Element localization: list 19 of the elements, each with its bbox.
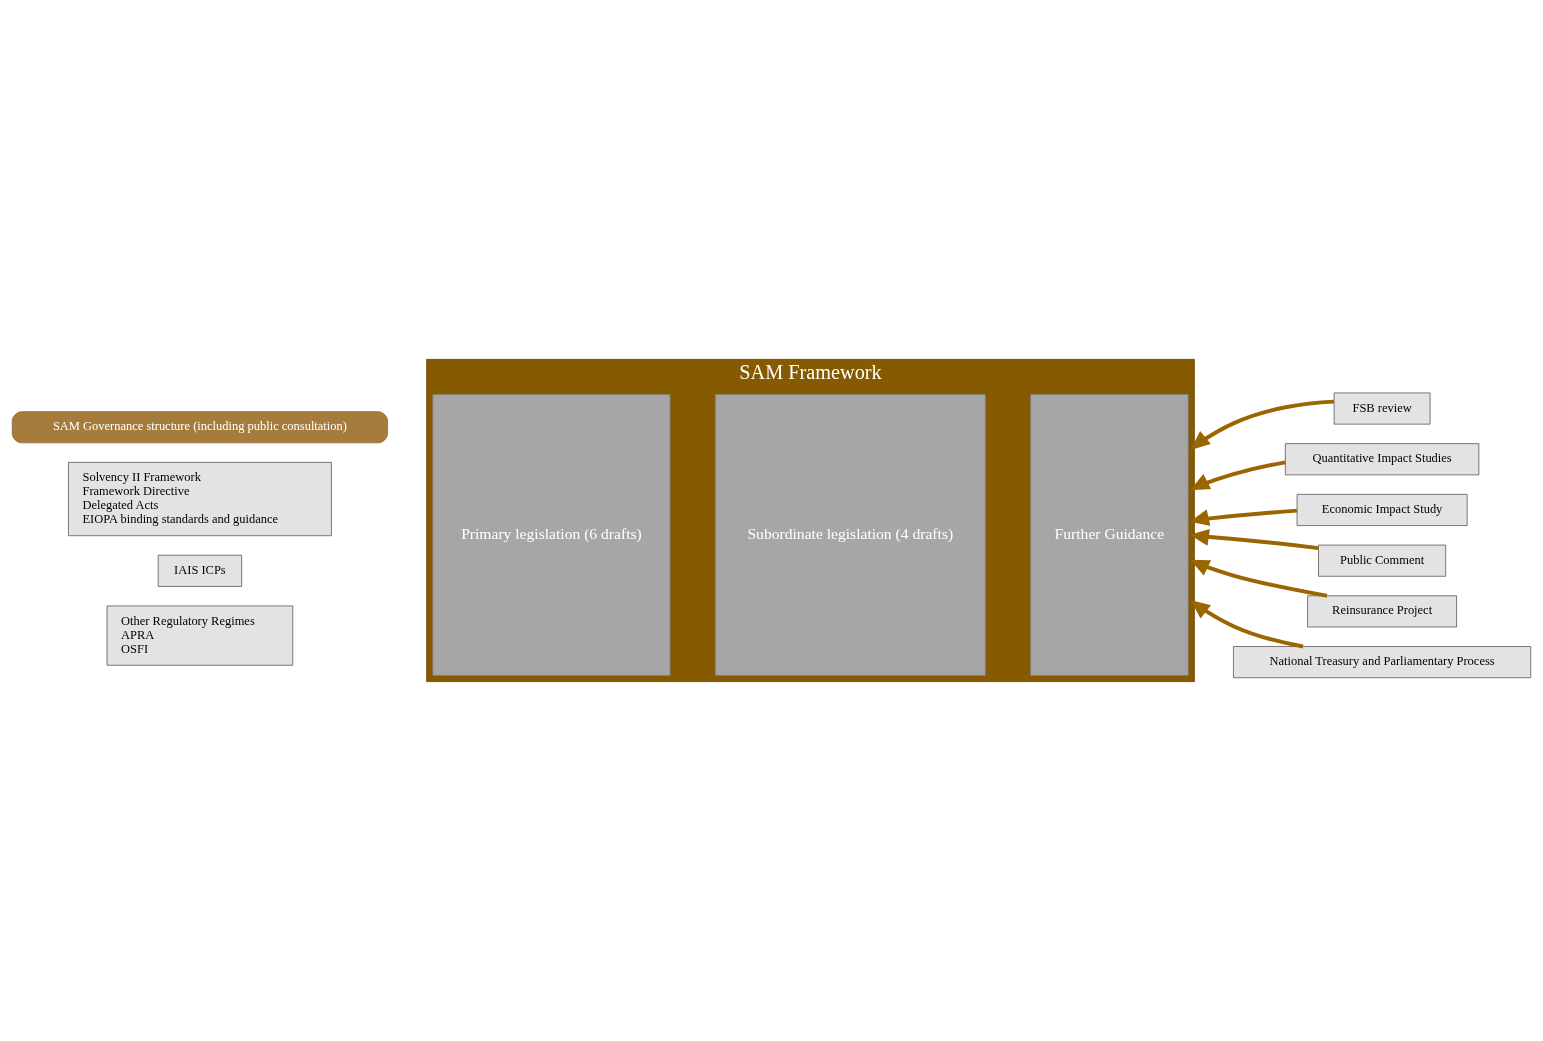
node-box: Primary legislation (6 drafts) — [432, 394, 671, 676]
node-box: Quantitative Impact Studies — [1284, 443, 1480, 476]
arrow — [1190, 399, 1334, 450]
arrow — [1190, 460, 1286, 491]
node-box: SAM Governance structure (including public consultation) — [11, 411, 388, 444]
arrow — [1190, 559, 1328, 598]
arrow — [1189, 529, 1319, 551]
node-box: Solvency II Framework Framework Directive Delegated Acts EIOPA binding standards and guidance — [68, 462, 332, 537]
node-box: Public Comment — [1318, 544, 1447, 577]
node-box: Reinsurance Project — [1307, 595, 1457, 628]
node-box: Other Regulatory Regimes APRA OSFI — [106, 605, 294, 666]
node-box: Subordinate legislation (4 drafts) — [714, 394, 986, 676]
node-box: FSB review — [1333, 392, 1431, 425]
node-box: Further Guidance — [1030, 394, 1189, 676]
arrow — [1189, 508, 1298, 526]
node-box: Economic Impact Study — [1296, 493, 1468, 526]
node-box: National Treasury and Parliamentary Process — [1233, 646, 1532, 679]
node-box: IAIS ICPs — [157, 554, 243, 587]
arrow — [1190, 599, 1304, 649]
